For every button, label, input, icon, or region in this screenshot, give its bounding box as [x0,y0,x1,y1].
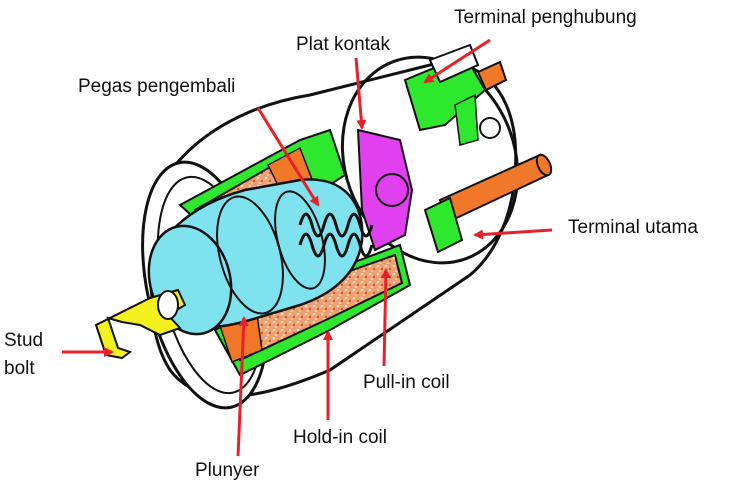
label-stud: Stud [4,330,44,351]
main-terminal-rod [423,153,553,254]
return-spring [298,212,374,258]
arrow-pull-in-coil [380,268,391,367]
label-plunyer: Plunyer [195,460,260,481]
label-hold-in-coil: Hold-in coil [293,427,387,448]
label-terminal-utama: Terminal utama [568,217,698,238]
label-plat-kontak: Plat kontak [296,34,390,55]
arrow-plat-kontak [354,57,367,130]
arrow-pegas-pengembali [256,107,320,207]
arrow-terminal-penghubung [423,38,491,84]
contact-plate [356,128,414,252]
arrow-terminal-utama [473,228,553,240]
arrow-plunyer [236,316,249,457]
label-pegas-pengembali: Pegas pengembali [78,76,236,97]
label-pull-in-coil: Pull-in coil [363,372,450,393]
label-bolt: bolt [4,358,35,379]
leader-arrows [62,38,553,457]
label-terminal-penghubung: Terminal penghubung [454,7,637,28]
